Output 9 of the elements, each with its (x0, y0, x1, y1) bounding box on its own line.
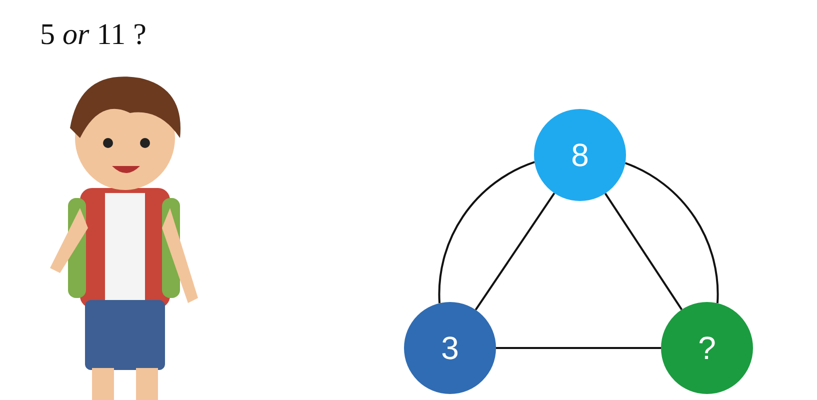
arc-line (438, 161, 535, 304)
arc-line (624, 162, 718, 304)
question-text: 5 or 11 ? (40, 18, 146, 52)
node-number: 8 (571, 136, 589, 174)
connector-line (474, 192, 556, 310)
connector-line (604, 192, 683, 310)
node-number: ? (698, 330, 716, 366)
connector-line (496, 347, 661, 349)
node-number: 3 (441, 330, 459, 366)
